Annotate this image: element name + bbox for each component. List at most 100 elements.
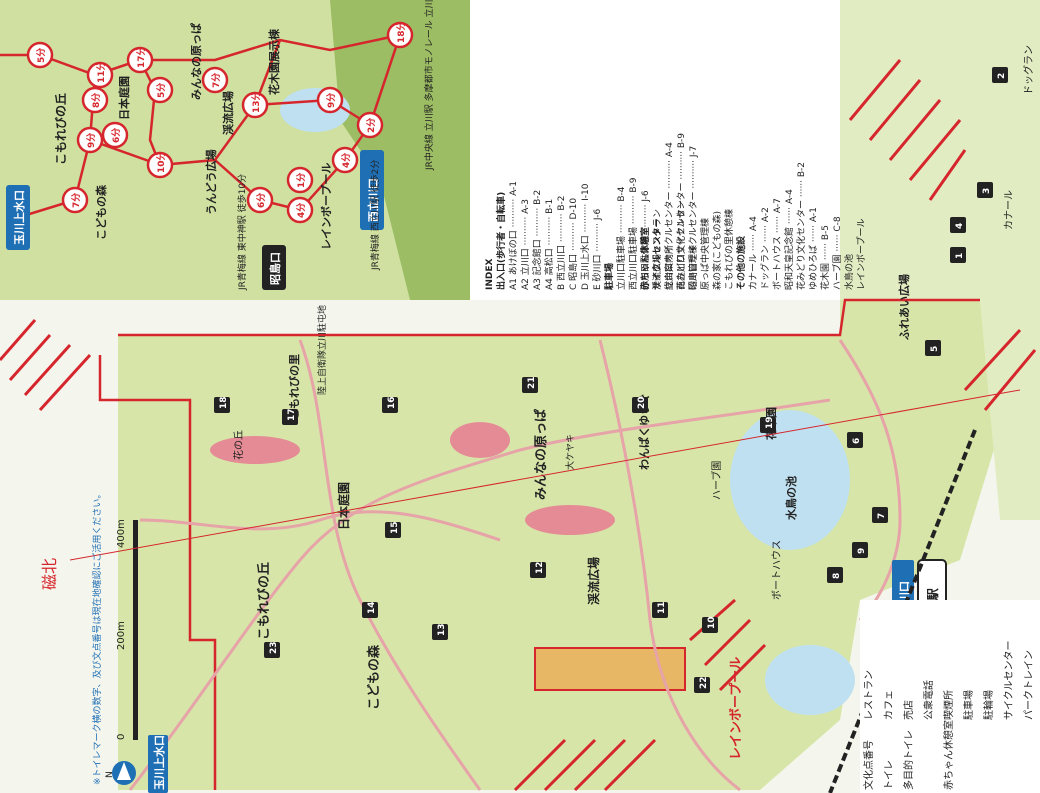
legend-item: カフェ [883,690,895,720]
minute-bubble: 11分 [86,61,114,89]
legend-item: サイクルセンター [1003,641,1015,721]
svg-text:11分: 11分 [95,61,107,83]
index-line: その他の施設 [735,235,747,290]
index-line: 総合案内所 [663,245,675,290]
legend-item: 赤ちゃん休憩室 [942,720,955,790]
legend-item: 売店 [902,700,915,720]
index-line: A2 立川口 ·········· A-3 [519,199,531,290]
marker-8: 8 [827,567,843,583]
svg-text:16: 16 [387,396,397,409]
minute-bubble: 2分 [356,111,384,139]
minute-bubble: 18分 [386,21,414,49]
index-line: 砂川口駐車場 ·········· J-6 [639,190,651,290]
walking-paths [128,339,902,792]
pink-zone-2 [450,422,510,458]
label-komorebi-oka: こもれびの丘 [257,562,272,640]
label-dog-run: ドッグラン [1022,45,1035,95]
svg-text:4分: 4分 [340,153,352,168]
label-rikujo: 陸上自衛隊立川駐屯地 [316,305,328,395]
index-line: E 砂川口 ·········· J-6 [591,209,603,290]
svg-text:昭島口: 昭島口 [268,252,282,285]
svg-text:21: 21 [527,376,537,389]
marker-18: 18 [214,396,230,413]
svg-text:14: 14 [367,601,377,614]
mizutori-pond [730,410,850,550]
marker-17: 17 [282,408,298,425]
svg-text:13分: 13分 [250,91,262,113]
legend-item: レストラン [863,670,875,720]
inset-caption-nishitachikawa: JR青梅線 西立川駅 徒歩2分 [369,160,381,271]
svg-text:5分: 5分 [35,48,47,63]
index-line: 水鳥の池 [843,254,855,290]
marker-14: 14 [362,601,378,618]
svg-text:6: 6 [852,438,862,444]
marker-10: 10 [702,616,718,633]
legend-item: 文化点番号 [862,740,875,790]
index-line: A1 あけぼの口 ·········· A-1 [508,181,519,290]
minute-bubble: 13分 [241,91,269,119]
marker-19: 19 [760,416,776,433]
index-line: 立川口サイクルセンター ·········· A-4 [663,142,675,290]
svg-text:1分: 1分 [295,173,307,188]
tamagawa-josui-sign: 玉川上水口 [148,735,168,793]
index-line: ドッグラン ······ A-2 [759,207,771,290]
inset-caption-higashinakagami: JR青梅線 東中神駅 徒歩10分 [236,174,248,291]
legend-item: 駐輪場 [982,690,995,720]
marker-12: 12 [530,561,546,578]
index-line: 昭和天皇記念館 ······ A-4 [783,189,795,290]
inset-label-keiryu: 渓流広場 [221,91,235,135]
svg-text:18: 18 [219,396,229,409]
index-line: 赤ちゃん休憩室 [639,227,651,290]
marker-16: 16 [382,396,398,413]
scale-zero: 0 [116,734,127,740]
inset-label-nihon: 日本庭園 [117,76,131,120]
svg-text:12: 12 [535,561,545,574]
minute-bubble: 7分 [201,66,229,94]
inset-label-undou: うんどう広場 [204,149,218,215]
minute-bubble: 8分 [81,86,109,114]
legend-item: トイレ [884,760,895,790]
svg-text:6分: 6分 [255,193,267,208]
svg-text:17: 17 [287,408,297,421]
index-line: ゆめひろば ······ A-1 [808,207,819,290]
index-line: INDEX [485,259,495,290]
index-line: A4 高松口 ·········· B-1 [543,199,555,290]
park-ground-east [840,0,1040,520]
inset-label-kodomo: こどもの森 [94,184,108,240]
inset-label-minna: みんなの原っぱ [189,23,203,100]
index-line: C 昭島口 ·········· D-10 [567,198,579,290]
index-line: カナール ······ A-4 [748,216,759,290]
marker-11: 11 [652,601,668,618]
minute-bubble: 9分 [316,86,344,114]
marker-9: 9 [852,542,868,558]
index-line: 花みどり文化センター [675,200,687,290]
index-line: 花みどり文化センター ······ B-2 [795,162,807,290]
legend-list: 文化点番号トイレ多目的トイレ赤ちゃん休憩室レストランカフェ売店公衆電話駐車場駐輪… [862,641,1035,791]
svg-text:9分: 9分 [325,93,337,108]
label-keiryu-hiroba: 渓流広場 [586,557,601,605]
minute-bubble: 17分 [126,46,154,74]
index-line: B 西立川口 ·········· B-2 [555,195,567,290]
label-fureai-hiroba: ふれあい広場 [897,274,911,340]
minute-bubble: 6分 [246,186,274,214]
inset-tamagawa-sign: 玉川上水口 [6,185,30,250]
svg-text:10: 10 [707,616,717,629]
index-line: レインボープール [856,219,867,290]
svg-text:1: 1 [955,253,965,259]
index-line: 駐車場 [603,263,615,290]
svg-text:2分: 2分 [365,118,377,133]
inset-nishitachikawa-sign: 西立川口 [360,150,384,230]
label-komorebi-sato: こもれびの里 [287,354,301,420]
minute-bubble: 4分 [331,146,359,174]
svg-text:西立川口: 西立川口 [366,178,380,222]
scale-bar: 400m 200m 0 [116,519,138,740]
svg-text:22: 22 [699,676,709,689]
svg-text:7分: 7分 [70,193,82,208]
label-rainbow-pool: レインボープール [728,657,744,760]
toilet-note: ※トイレマーク横の数字、及び文点番号は現在地確認にご活用ください。 [91,490,103,785]
svg-text:23: 23 [269,641,279,654]
svg-text:7分: 7分 [210,73,222,88]
svg-text:18分: 18分 [395,21,407,43]
marker-13: 13 [432,623,448,640]
